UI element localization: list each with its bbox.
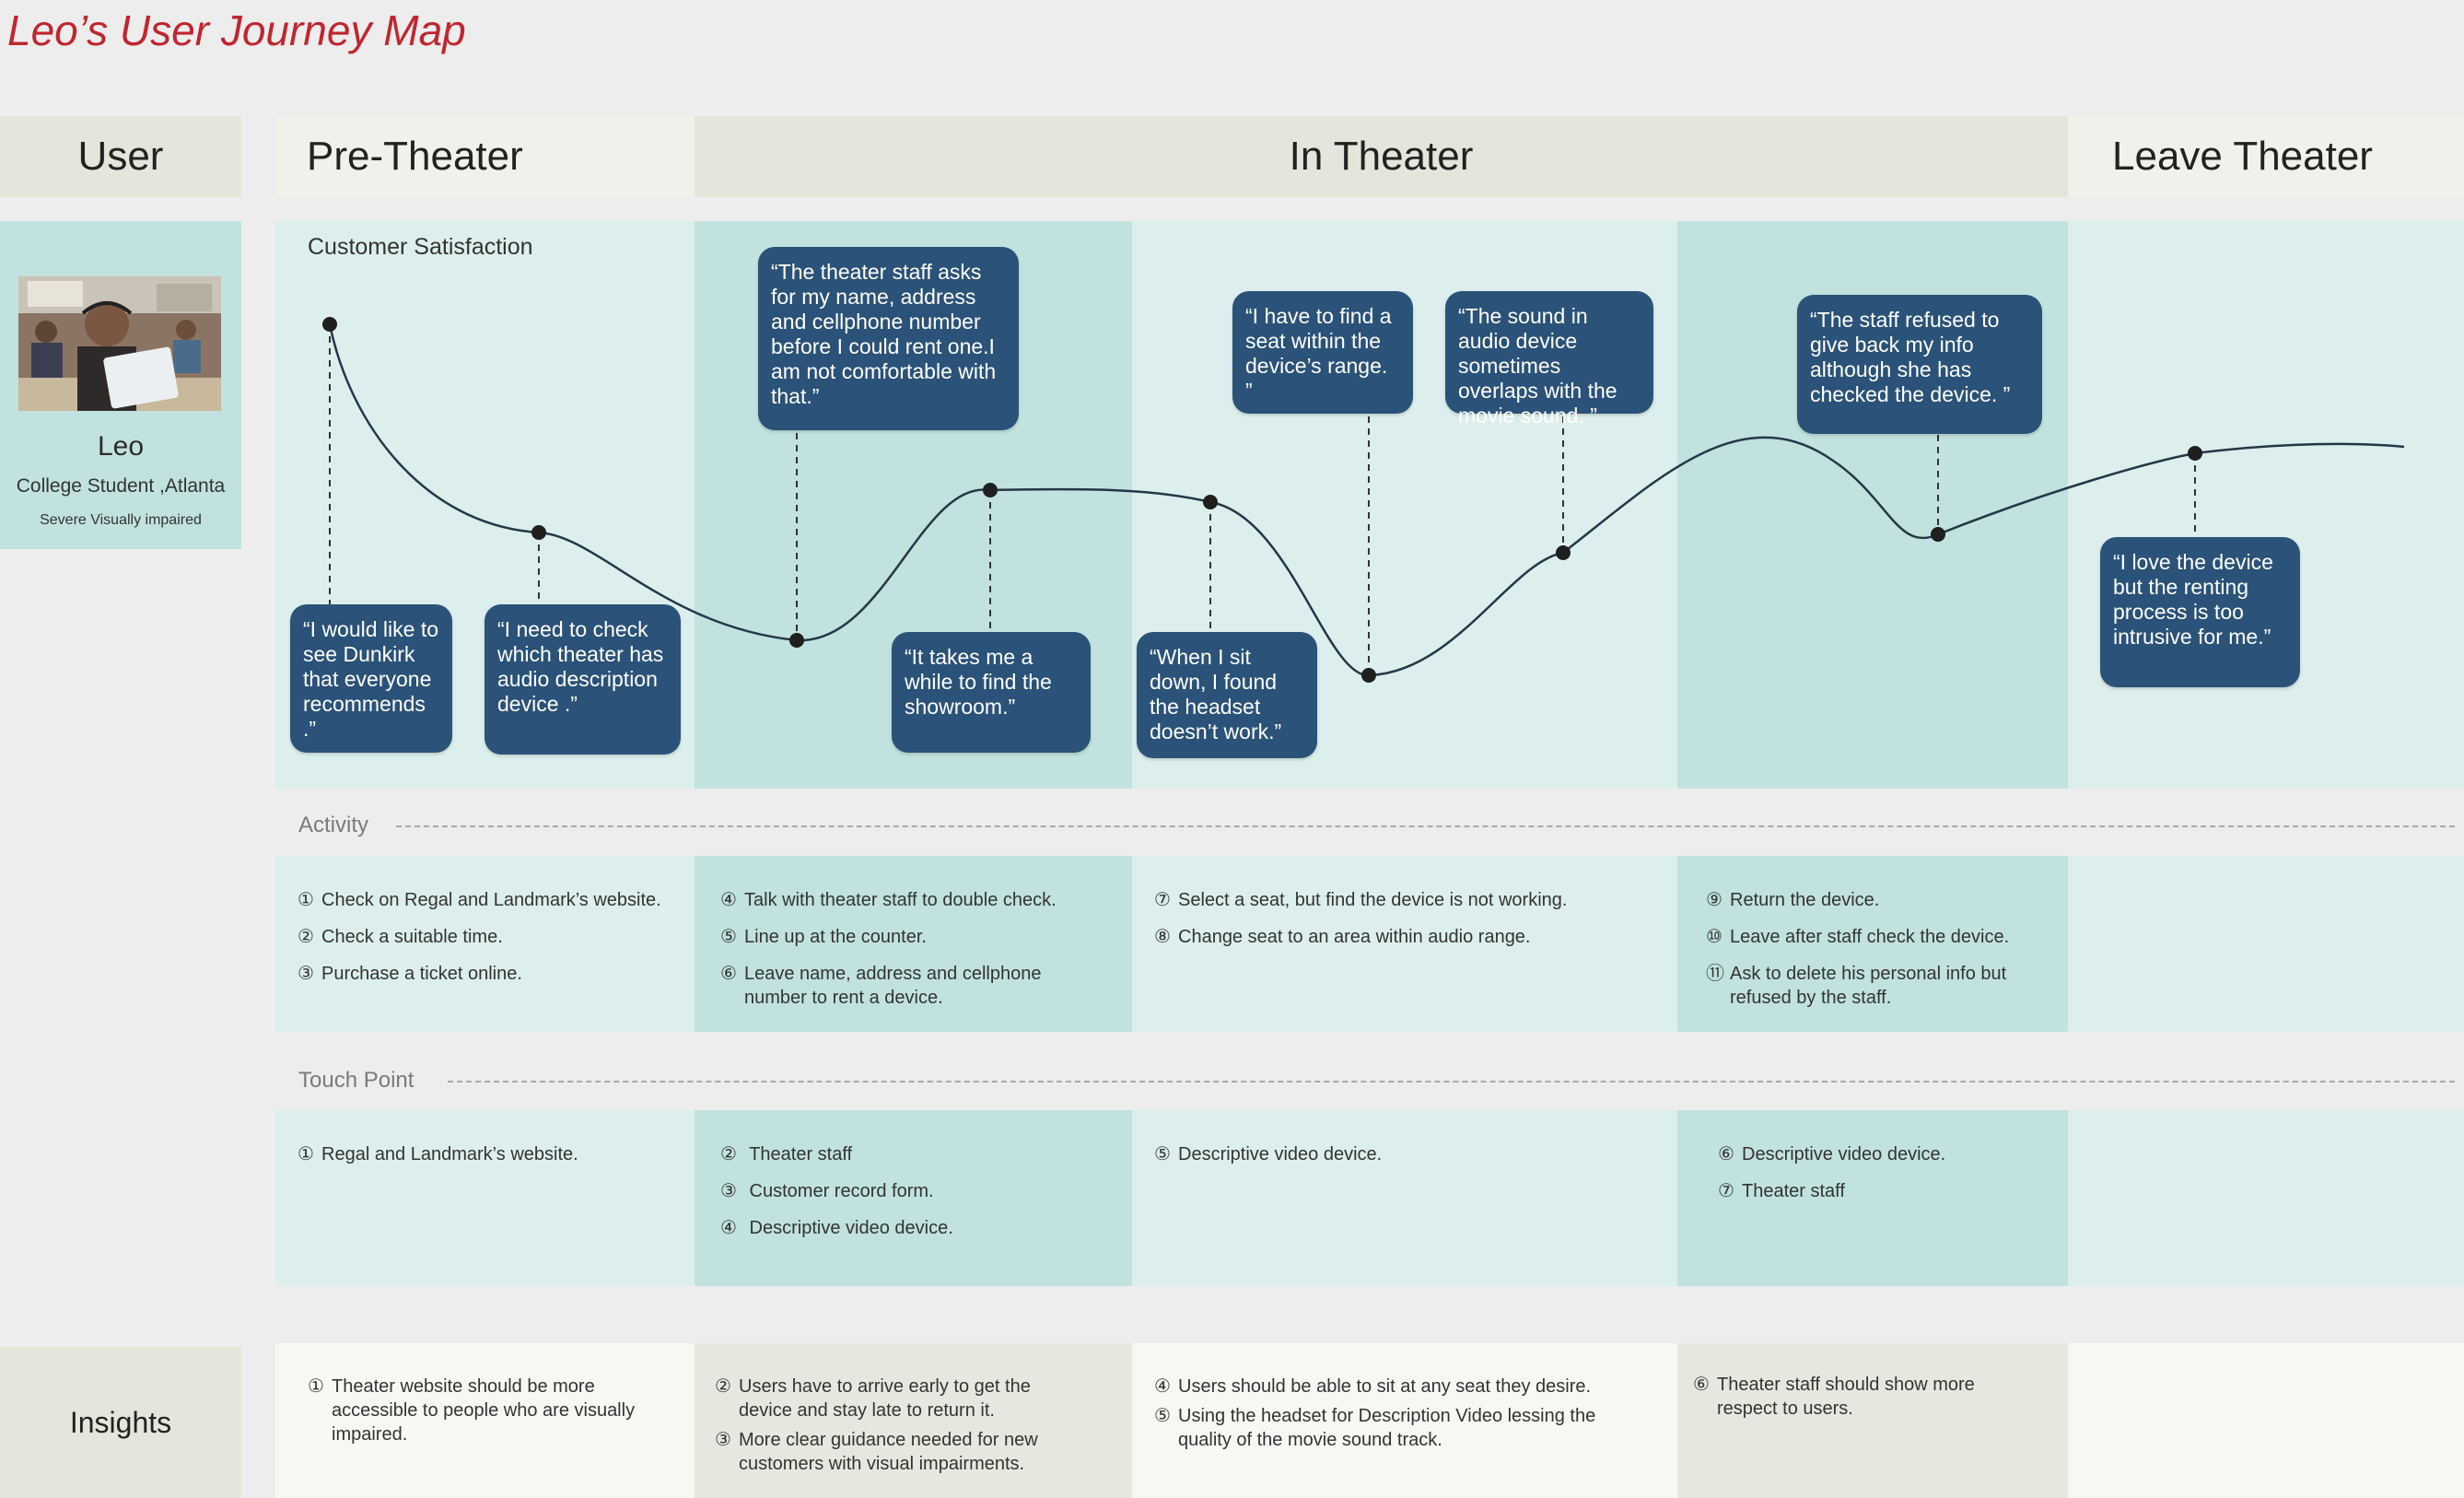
- quote-bubble-7: “The sound in audio device sometimes ove…: [1445, 291, 1653, 427]
- touch-point-col-in-theater-2: [1132, 1110, 1677, 1286]
- header-in-theater: In Theater: [695, 116, 2068, 197]
- touch-point-col-leave-theater: [2068, 1110, 2464, 1286]
- satisfaction-col-leave-theater: [2068, 221, 2464, 789]
- user-photo-illustration: [18, 276, 221, 411]
- quote-bubble-3: “The theater staff asks for my name, add…: [758, 247, 1019, 430]
- user-name: Leo: [97, 431, 145, 462]
- curve-point-8: [1931, 527, 1945, 542]
- curve-point-1: [322, 317, 337, 332]
- curve-point-2: [531, 525, 546, 540]
- touch-point-item: ④ Descriptive video device.: [720, 1218, 953, 1238]
- touch-point-item: ③ Customer record form.: [720, 1181, 934, 1201]
- user-role: College Student ,Atlanta: [16, 475, 226, 497]
- touch-point-col-in-theater-3: [1677, 1110, 2068, 1286]
- touch-point-col-pre-theater: [275, 1110, 695, 1286]
- touch-point-divider: [448, 1081, 2455, 1083]
- quote-bubble-1: “I would like to see Dunkirk that everyo…: [290, 604, 452, 753]
- page-title: Leo’s User Journey Map: [7, 6, 466, 54]
- touch-point-item: ② Theater staff: [720, 1144, 853, 1164]
- insights-label: Insights: [69, 1405, 172, 1439]
- touch-point-col-in-theater-1: [695, 1110, 1132, 1286]
- header-leave-theater: Leave Theater: [2068, 116, 2464, 197]
- header-user-label: User: [77, 134, 164, 179]
- curve-point-3: [789, 633, 804, 648]
- insights-col-leave-theater: [2068, 1343, 2464, 1498]
- satisfaction-label: Customer Satisfaction: [308, 234, 533, 260]
- insights-col-pre-theater: [275, 1343, 695, 1498]
- insights-col-in-theater-2: [1132, 1343, 1677, 1498]
- activity-divider: [396, 825, 2455, 827]
- quote-bubble-8: “The staff refused to give back my info …: [1797, 295, 2042, 434]
- activity-label: Activity: [298, 813, 369, 837]
- curve-point-5: [1203, 495, 1218, 509]
- header-pre-theater-label: Pre-Theater: [307, 134, 523, 179]
- quote-bubble-6: “I have to find a seat within the device…: [1232, 291, 1413, 414]
- quote-bubble-9: “I love the device but the renting proce…: [2100, 537, 2300, 687]
- insights-col-in-theater-3: [1677, 1343, 2068, 1498]
- header-in-theater-label: In Theater: [1289, 134, 1474, 179]
- connector-lines: [329, 324, 2196, 675]
- curve-point-6: [1361, 668, 1376, 683]
- curve-point-9: [2188, 446, 2202, 461]
- activity-col-in-theater-1: [695, 856, 1132, 1032]
- satisfaction-curve: [328, 323, 2405, 677]
- header-pre-theater: Pre-Theater: [275, 116, 695, 197]
- touch-point-label: Touch Point: [298, 1068, 415, 1093]
- curve-point-4: [983, 483, 998, 497]
- user-photo: [18, 276, 221, 411]
- activity-col-pre-theater: [275, 856, 695, 1032]
- touch-point-list-in-theater-1: ② Theater staff ③ Customer record form. …: [720, 1142, 1126, 1253]
- quote-bubble-4: “It takes me a while to find the showroo…: [892, 632, 1091, 753]
- insights-col-in-theater-1: [695, 1343, 1132, 1498]
- header-leave-theater-label: Leave Theater: [2112, 134, 2373, 179]
- curve-point-7: [1556, 545, 1571, 560]
- activity-col-in-theater-3: [1677, 856, 2068, 1032]
- quote-bubble-2: “I need to check which theater has audio…: [485, 604, 681, 755]
- user-condition: Severe Visually impaired: [40, 512, 202, 528]
- activity-col-in-theater-2: [1132, 856, 1677, 1032]
- activity-col-leave-theater: [2068, 856, 2464, 1032]
- quote-bubble-5: “When I sit down, I found the headset do…: [1137, 632, 1317, 758]
- header-user: User: [0, 116, 241, 197]
- insights-header: Insights: [0, 1347, 241, 1498]
